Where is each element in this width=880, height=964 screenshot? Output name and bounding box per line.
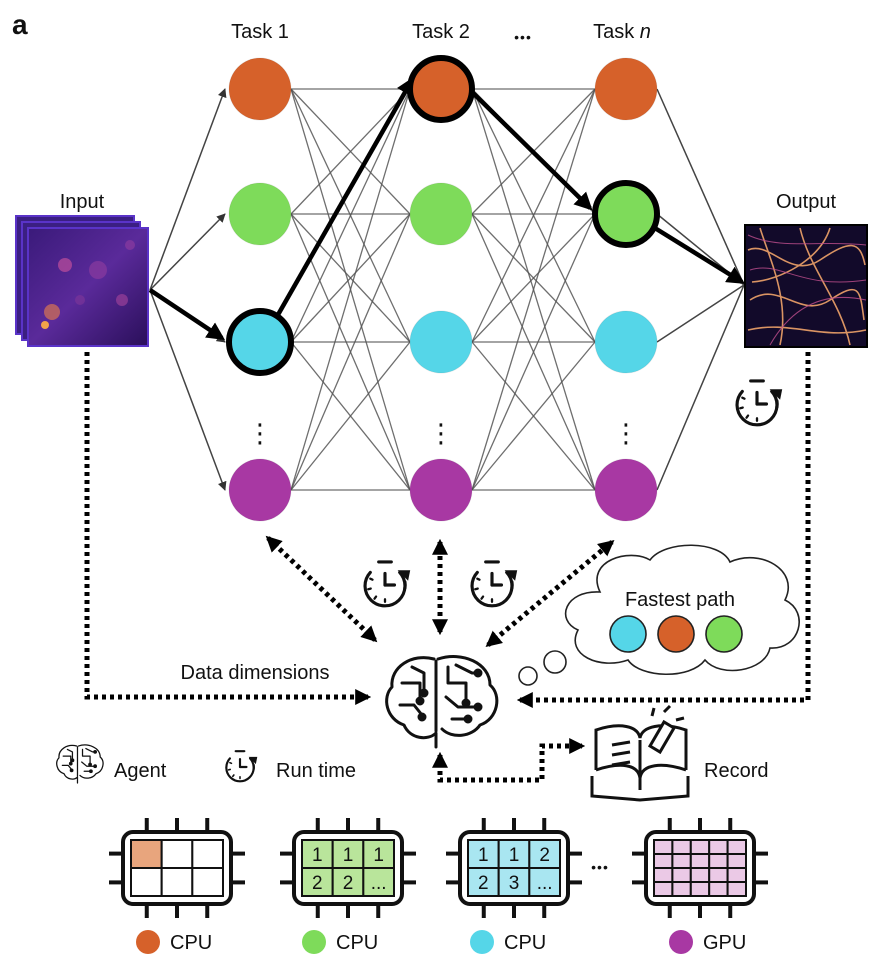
stopwatch-icon: [363, 560, 411, 608]
agent-legend-icon: [56, 744, 104, 784]
task-nodes: [226, 55, 660, 522]
task-node: [594, 458, 658, 522]
chip-cell-label: 2: [312, 873, 323, 894]
task-node: [228, 57, 292, 121]
record-label: Record: [704, 760, 768, 782]
resource-legend: CPU CPU CPU GPU: [136, 930, 746, 954]
agent-brain-icon: [385, 655, 499, 749]
task-node: [407, 55, 475, 123]
column-ellipsis: •••: [514, 29, 532, 45]
output-image: [744, 224, 868, 348]
chip-cell-label: 1: [343, 845, 354, 866]
thought-cloud: [518, 544, 800, 686]
chip-cell-label: ...: [537, 873, 553, 894]
stopwatch-icon: [470, 560, 518, 608]
task-node: [594, 310, 658, 374]
resource-legend-label: GPU: [703, 932, 746, 954]
chip-cell-label: 2: [478, 873, 489, 894]
task-node: [226, 308, 294, 376]
vertical-ellipsis-col1: ⋮: [247, 418, 273, 448]
data-dimensions-label: Data dimensions: [181, 662, 330, 684]
input-image-stack: [15, 215, 149, 347]
chip-cell-label: 1: [373, 845, 384, 866]
task-node: [409, 458, 473, 522]
vertical-ellipsis-col3: ⋮: [613, 418, 639, 448]
dotted-arrows: [84, 352, 811, 783]
column-header-task-2: Task 2: [412, 21, 470, 43]
resource-legend-label: CPU: [336, 932, 378, 954]
resource-legend-swatch: [302, 930, 326, 954]
chips-ellipsis: •••: [591, 859, 609, 875]
resource-legend-label: CPU: [504, 932, 546, 954]
resource-legend-swatch: [470, 930, 494, 954]
input-label: Input: [60, 191, 105, 213]
chip: [632, 818, 768, 918]
panel-label: a: [12, 9, 28, 40]
task-node: [594, 57, 658, 121]
resource-legend-swatch: [669, 930, 693, 954]
task-node: [409, 310, 473, 374]
column-header-task-n: Task n: [593, 21, 651, 43]
run-time-legend-label: Run time: [276, 760, 356, 782]
chip-cell-label: 2: [343, 873, 354, 894]
output-label: Output: [776, 191, 836, 213]
column-header-task-1: Task 1: [231, 21, 289, 43]
chip: [109, 818, 245, 918]
vertical-ellipsis-col2: ⋮: [428, 418, 454, 448]
task-node: [592, 180, 660, 248]
task-node: [228, 182, 292, 246]
fastest-path-arrows: [148, 76, 746, 340]
chip-cell-label: 1: [312, 845, 323, 866]
fastest-path-node: [705, 615, 743, 653]
record-book-icon: [590, 704, 690, 802]
fastest-path-node: [609, 615, 647, 653]
run-time-legend-icon: [225, 750, 258, 783]
chip-cell-label: 1: [478, 845, 489, 866]
chip-cell-label: 2: [539, 845, 550, 866]
resource-legend-swatch: [136, 930, 160, 954]
task-node: [228, 458, 292, 522]
fastest-path-dots: [609, 615, 743, 653]
stopwatch-icon: [735, 379, 783, 427]
resource-legend-label: CPU: [170, 932, 212, 954]
chip-cell-label: 1: [509, 845, 520, 866]
agent-legend-label: Agent: [114, 760, 167, 782]
task-node: [409, 182, 473, 246]
chip-cell-label: 3: [509, 873, 520, 894]
chip-cell-label: ...: [371, 873, 387, 894]
thought-bubble-title: Fastest path: [625, 589, 735, 611]
fastest-path-node: [657, 615, 695, 653]
